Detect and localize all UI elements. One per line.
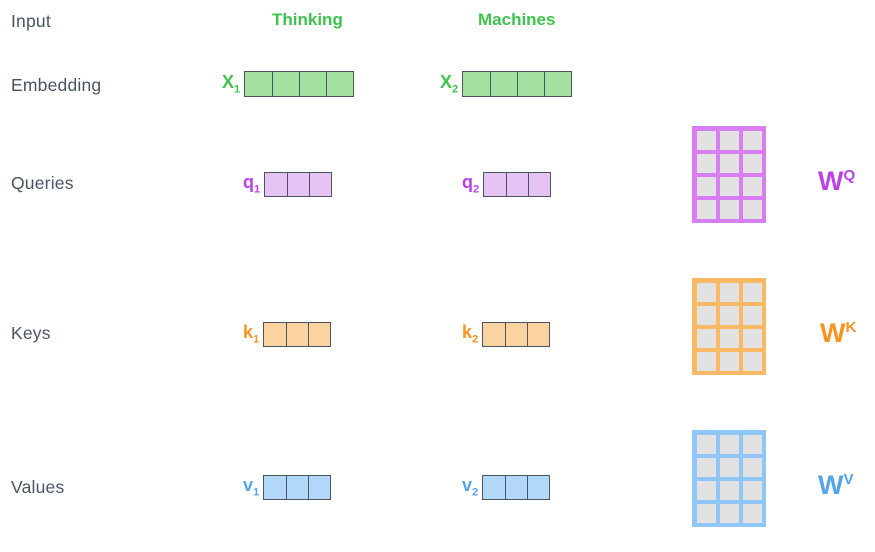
matrix-cell [742,199,762,219]
vector-cell [264,476,287,499]
vector-cell [544,72,572,96]
vector-label-k1: k1 [243,322,260,346]
vector-cell [505,323,528,346]
query-vector-q1: q1 [243,172,333,197]
matrix-cell [742,176,762,196]
vector-cell [309,173,332,196]
matrix-cell [719,434,739,454]
matrix-cell [696,130,716,150]
matrix-cell [719,153,739,173]
row-label-input: Input [11,11,51,31]
vector-cells-v2 [482,475,551,500]
vector-cells-k2 [482,322,551,347]
matrix-cell [742,457,762,477]
embedding-vector-x1: X1 [222,71,355,97]
value-weight-label: WV [818,470,854,500]
vector-cells-k1 [263,322,332,347]
matrix-cell [719,351,739,371]
word-header-thinking: Thinking [272,10,343,29]
matrix-cell [696,503,716,523]
vector-cell [299,72,327,96]
matrix-cell [696,328,716,348]
vector-cell [286,476,309,499]
row-label-queries: Queries [11,173,74,193]
vector-cell [484,173,507,196]
vector-cell [265,173,288,196]
matrix-cell [742,305,762,325]
matrix-cell [696,480,716,500]
vector-cell [287,173,310,196]
matrix-cell [742,328,762,348]
vector-cell [245,72,273,96]
matrix-cell [719,328,739,348]
matrix-cell [742,480,762,500]
key-vector-k2: k2 [462,322,551,347]
vector-cell [483,476,506,499]
row-label-keys: Keys [11,323,51,343]
matrix-cell [742,503,762,523]
row-label-embedding: Embedding [11,75,102,95]
vector-cell [272,72,300,96]
vector-cell [528,173,551,196]
value-vector-v1: v1 [243,475,332,500]
key-weight-matrix [692,278,766,375]
vector-cell [463,72,491,96]
query-weight-label: WQ [818,166,856,196]
vector-cell [326,72,354,96]
vector-cell [483,323,506,346]
matrix-cell [719,480,739,500]
vector-label-v1: v1 [243,475,260,499]
matrix-cell [696,199,716,219]
vector-cell [527,476,550,499]
matrix-cell [719,503,739,523]
vector-label-x2: X2 [440,71,459,96]
matrix-cell [696,282,716,302]
vector-label-x1: X1 [222,71,241,96]
vector-cell [264,323,287,346]
vector-cell [308,476,331,499]
matrix-cell [742,153,762,173]
vector-cell [505,476,528,499]
query-vector-q2: q2 [462,172,552,197]
matrix-cell [719,282,739,302]
vector-cell [286,323,309,346]
matrix-cell [696,434,716,454]
matrix-cell [742,434,762,454]
vector-cells-x2 [462,71,573,97]
matrix-cell [696,305,716,325]
vector-label-q2: q2 [462,172,480,196]
vector-label-q1: q1 [243,172,261,196]
vector-cells-x1 [244,71,355,97]
matrix-cell [742,130,762,150]
matrix-cell [719,199,739,219]
embedding-vector-x2: X2 [440,71,573,97]
vector-cells-q2 [483,172,552,197]
matrix-cell [696,351,716,371]
value-weight-matrix [692,430,766,527]
vector-cell [490,72,518,96]
vector-cell [527,323,550,346]
vector-cell [517,72,545,96]
vector-cells-v1 [263,475,332,500]
query-weight-matrix [692,126,766,223]
row-label-values: Values [11,477,65,497]
matrix-cell [742,351,762,371]
key-weight-label: WK [820,318,857,348]
key-vector-k1: k1 [243,322,332,347]
matrix-cell [719,130,739,150]
matrix-cell [719,176,739,196]
matrix-cell [696,176,716,196]
word-header-machines: Machines [478,10,556,29]
vector-cell [506,173,529,196]
vector-label-v2: v2 [462,475,479,499]
matrix-cell [742,282,762,302]
matrix-cell [696,153,716,173]
matrix-cell [719,305,739,325]
vector-cells-q1 [264,172,333,197]
vector-cell [308,323,331,346]
matrix-cell [696,457,716,477]
vector-label-k2: k2 [462,322,479,346]
value-vector-v2: v2 [462,475,551,500]
matrix-cell [719,457,739,477]
